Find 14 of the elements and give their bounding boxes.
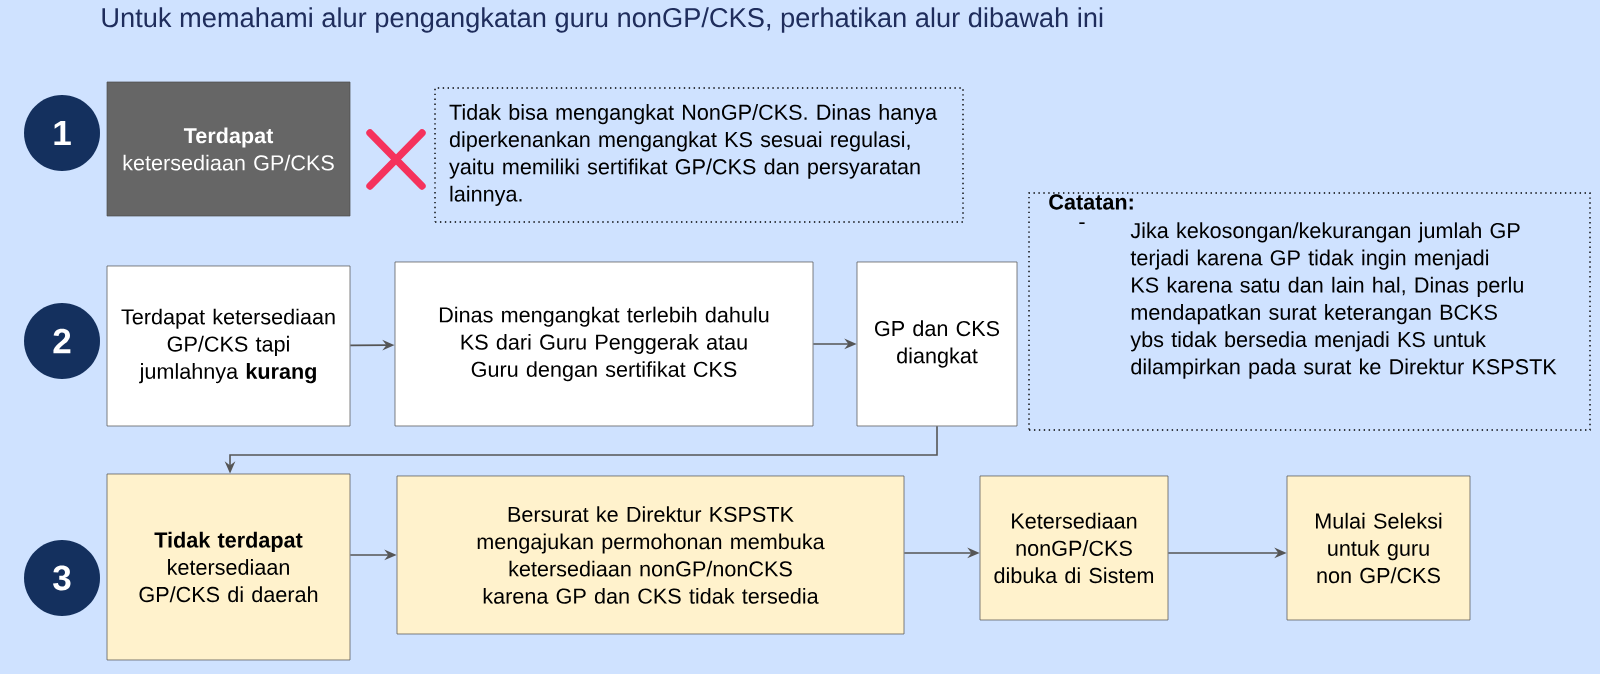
process-box: Dinas mengangkat terlebih dahulu KS dari Guru Penggerak atau Guru dengan sertifikat CKS [394, 261, 814, 427]
process-box: Terdapat ketersediaan GP/CKS [106, 81, 351, 217]
process-box: Terdapat ketersediaan GP/CKS tapi jumlahnya kurang [106, 265, 351, 427]
note-text: Jika kekosongan/kekurangan jumlah GP terjadi karena GP tidak ingin menjadi KS karena satu dan lain hal, Dinas perlu mendapatkan surat keterangan BCKS ybs tidak bersedia menjadi KS untuk dilampirkan pada surat ke Direktur KSPSTK [1130, 222, 1557, 379]
process-box: Bersurat ke Direktur KSPSTK mengajukan permohonan membuka ketersediaan nonGP/nonCKS karena GP dan CKS tidak tersedia [396, 475, 905, 635]
process-box: Mulai Seleksi untuk guru non GP/CKS [1286, 475, 1471, 621]
title: Untuk memahami alur pengangkatan guru nonGP/CKS, perhatikan alur dibawah ini [102, 7, 1103, 33]
note-heading: Catatan: [1049, 194, 1133, 210]
process-box: Ketersediaan nonGP/CKS dibuka di Sistem [979, 475, 1169, 621]
process-box: GP dan CKS diangkat [856, 261, 1018, 427]
bullet-dash: - [1079, 222, 1085, 224]
note-box: Tidak bisa mengangkat NonGP/CKS. Dinas hanya diperkenankan mengangkat KS sesuai regulasi, yaitu memiliki sertifikat GP/CKS dan persyaratan lainnya. [434, 87, 964, 223]
note-box [1028, 192, 1591, 431]
process-box: Tidak terdapat ketersediaan GP/CKS di daerah [106, 473, 351, 661]
